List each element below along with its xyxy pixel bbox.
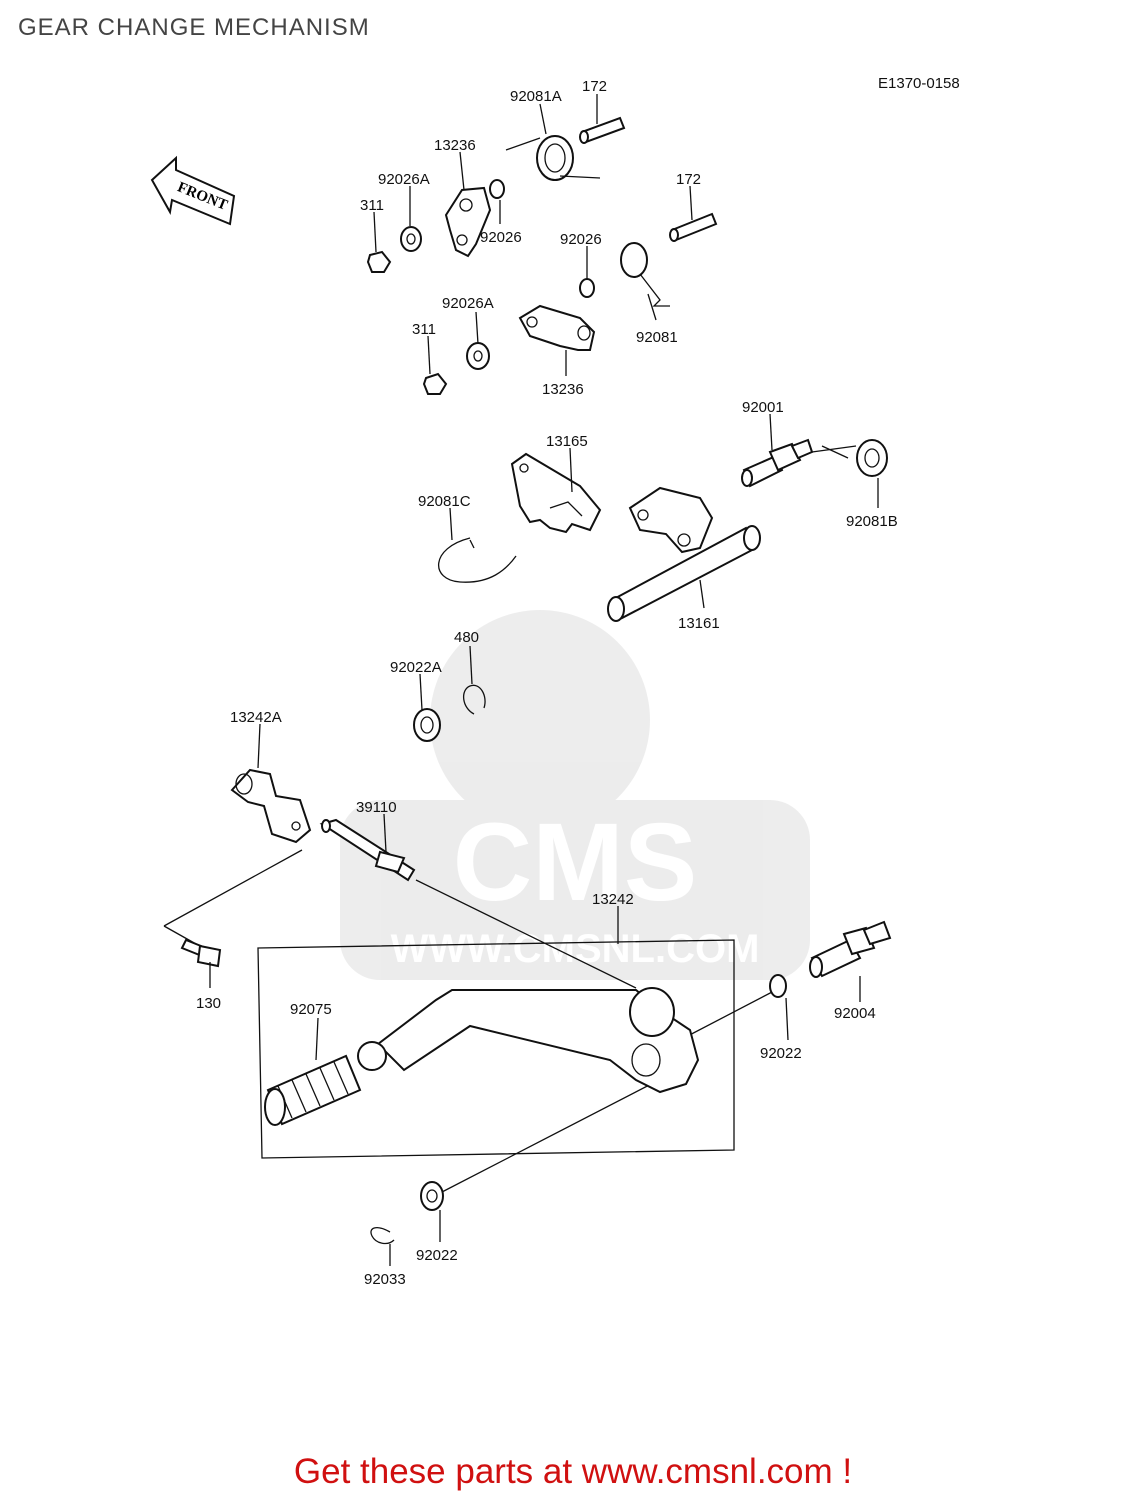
washer-92026-mid — [579, 278, 595, 298]
stud-172-upper — [579, 116, 626, 144]
part-label: 92022A — [390, 659, 442, 676]
spring-92081 — [620, 242, 670, 307]
footer-link[interactable]: Get these parts at www.cmsnl.com ! — [293, 1452, 853, 1491]
watermark-main: CMS — [453, 801, 697, 924]
part-label: 92081B — [846, 513, 898, 530]
part-label: 13165 — [546, 433, 588, 450]
pivot-bolt-92004 — [809, 920, 892, 978]
e-clip-92033 — [370, 1226, 395, 1245]
part-label: 92022 — [760, 1045, 802, 1062]
part-label: 92001 — [742, 399, 784, 416]
nut-311-lower — [422, 372, 448, 395]
part-label: 39110 — [356, 799, 397, 816]
tie-rod-39110 — [319, 818, 416, 882]
circlip-480 — [463, 684, 486, 715]
washer-92022-lower — [420, 1181, 444, 1211]
front-arrow-icon: FRONT — [150, 155, 236, 226]
part-label: 480 — [454, 629, 479, 646]
part-label: 172 — [582, 78, 607, 95]
part-label: 13161 — [678, 615, 720, 632]
bolt-92001 — [741, 438, 814, 488]
washer-92022-right — [769, 974, 787, 998]
rubber-footpeg-92075 — [264, 1054, 362, 1126]
part-label: 92022 — [416, 1247, 458, 1264]
part-label: 130 — [196, 995, 221, 1012]
tie-rod-end-13242a — [230, 768, 312, 844]
part-label: 92026 — [560, 231, 602, 248]
nut-311-upper — [366, 250, 392, 273]
part-label: 92026A — [378, 171, 430, 188]
part-label: 13236 — [542, 381, 584, 398]
cms-watermark: CMS WWW.CMSNL.COM — [340, 610, 810, 980]
spring-92081a — [505, 135, 601, 181]
part-label: 311 — [412, 321, 436, 338]
stud-172-right — [669, 212, 718, 242]
part-label: 92033 — [364, 1271, 406, 1288]
part-label: 92004 — [834, 1005, 876, 1022]
plate-13165 — [510, 452, 602, 534]
washer-92026-upper — [489, 179, 505, 199]
leader-lines — [209, 94, 879, 1266]
watermark-url: WWW.CMSNL.COM — [391, 927, 760, 971]
washer-92026a-lower — [466, 342, 490, 370]
part-label: 172 — [676, 171, 701, 188]
spring-92081b — [811, 439, 888, 477]
part-label: 92081 — [636, 329, 678, 346]
page-title: GEAR CHANGE MECHANISM — [18, 14, 370, 41]
part-label: 13242A — [230, 709, 282, 726]
part-label: 92081A — [510, 88, 562, 105]
bolt-130 — [180, 938, 222, 968]
part-label: 92026A — [442, 295, 494, 312]
part-label: 13236 — [434, 137, 476, 154]
shift-shaft-13161 — [607, 486, 761, 622]
diagram-code: E1370-0158 — [878, 75, 960, 92]
assembly-bracket-13242 — [257, 939, 735, 1159]
shift-lever-arm-13242 — [357, 987, 700, 1094]
part-label: 92081C — [418, 493, 471, 510]
part-label: 92075 — [290, 1001, 332, 1018]
part-label: 13242 — [592, 891, 634, 908]
washer-92022a — [413, 708, 441, 742]
part-label: 92026 — [480, 229, 522, 246]
clip-92081c — [437, 537, 517, 583]
part-label: 311 — [360, 197, 384, 214]
lever-13236-lower — [518, 304, 596, 351]
washer-92026a-upper — [400, 226, 422, 252]
